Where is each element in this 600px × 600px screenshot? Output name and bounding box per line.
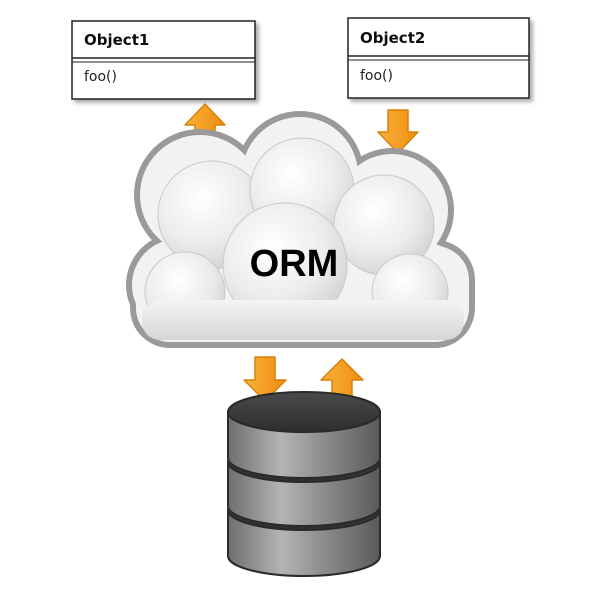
class-name-object1: Object1 [84,31,149,49]
arrow-icon [243,356,287,402]
arrow-icon [320,358,364,403]
class-box-object1-frame [71,20,256,100]
arrow-icon [377,109,419,154]
cloud-icon: ORM [126,111,475,348]
class-name-object2: Object2 [360,29,425,47]
database-disk-top [227,391,381,479]
class-box-object2-frame [347,17,530,99]
class-method-object1: foo() [84,69,117,85]
class-box-object1: Object1 foo() [71,20,256,100]
class-box-object2: Object2 foo() [347,17,530,99]
class-method-object2: foo() [360,68,393,84]
orm-label: ORM [250,243,339,285]
database-icon [227,391,381,577]
